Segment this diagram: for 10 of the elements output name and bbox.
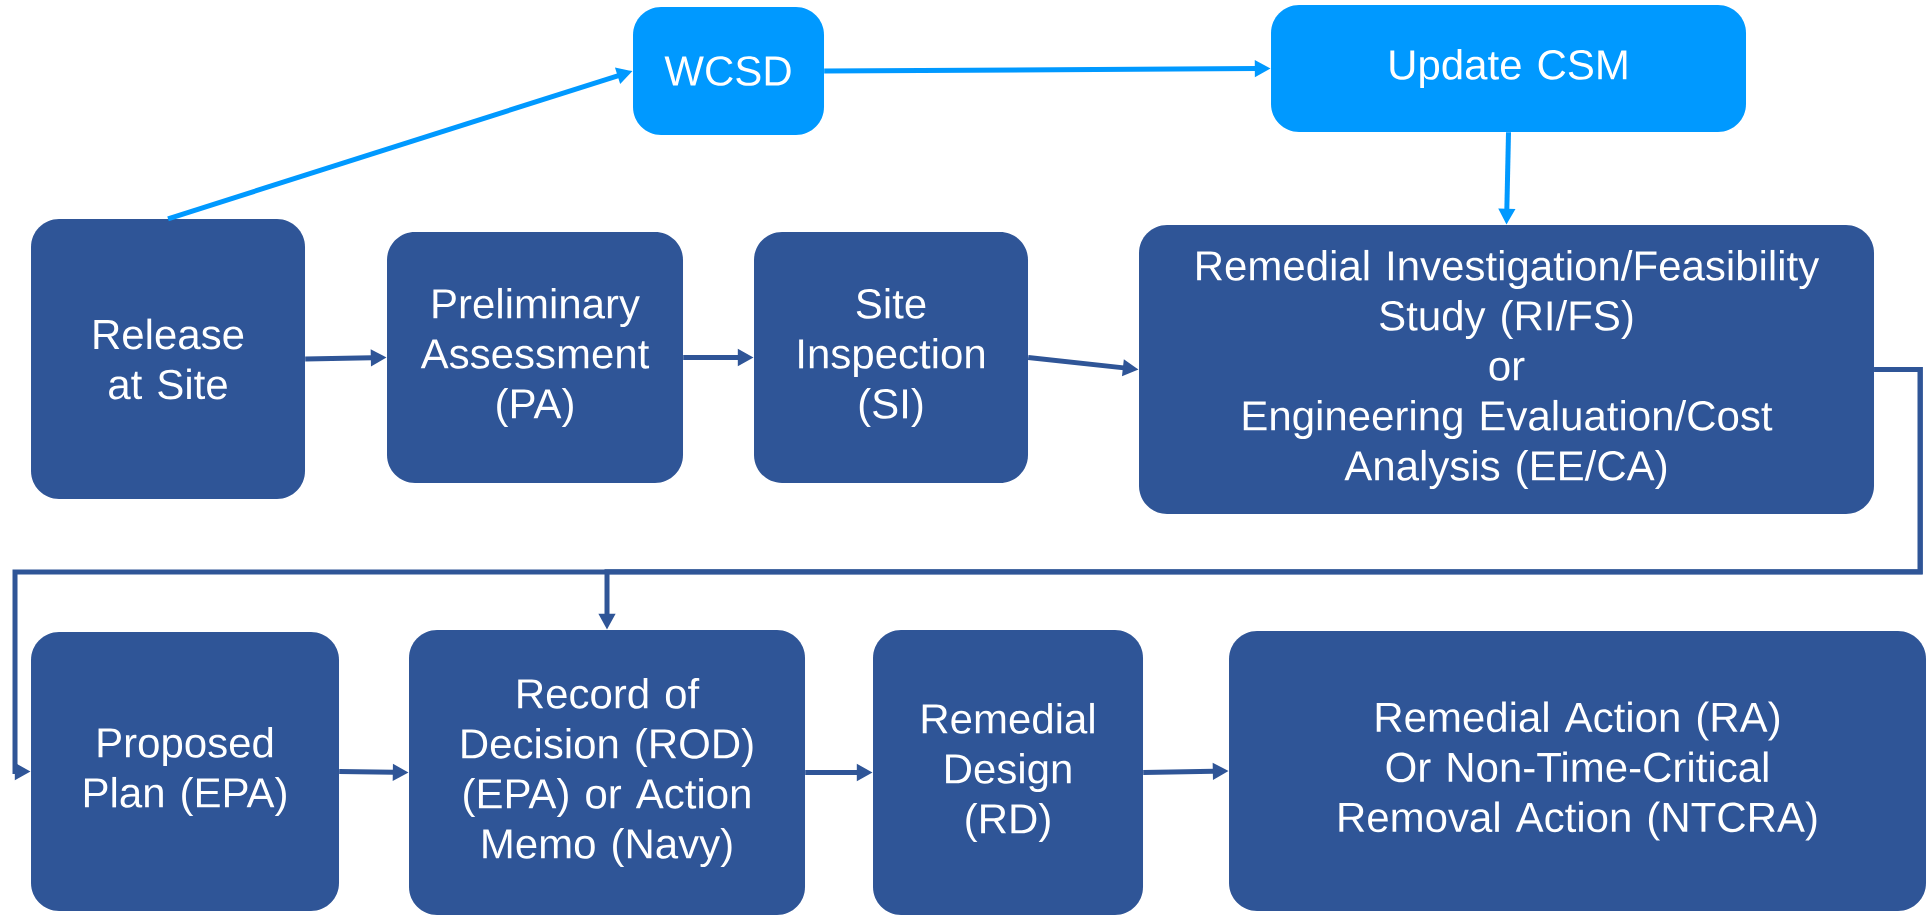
process-box: Proposed Plan (EPA) bbox=[31, 632, 339, 911]
process-box: Remedial Investigation/Feasibility Study (RI/FS) or Engineering Evaluation/Cost Analysis (EE/CA) bbox=[1139, 225, 1874, 514]
process-box: Site Inspection (SI) bbox=[754, 232, 1028, 483]
process-box: Remedial Action (RA) Or Non-Time-Critical Removal Action (NTCRA) bbox=[1229, 631, 1926, 911]
process-box: Preliminary Assessment (PA) bbox=[387, 232, 683, 483]
process-box: Update CSM bbox=[1271, 5, 1746, 132]
process-box: WCSD bbox=[633, 7, 824, 135]
process-box: Remedial Design (RD) bbox=[873, 630, 1143, 915]
process-box: Record of Decision (ROD) (EPA) or Action Memo (Navy) bbox=[409, 630, 805, 915]
process-box: Release at Site bbox=[31, 219, 305, 499]
